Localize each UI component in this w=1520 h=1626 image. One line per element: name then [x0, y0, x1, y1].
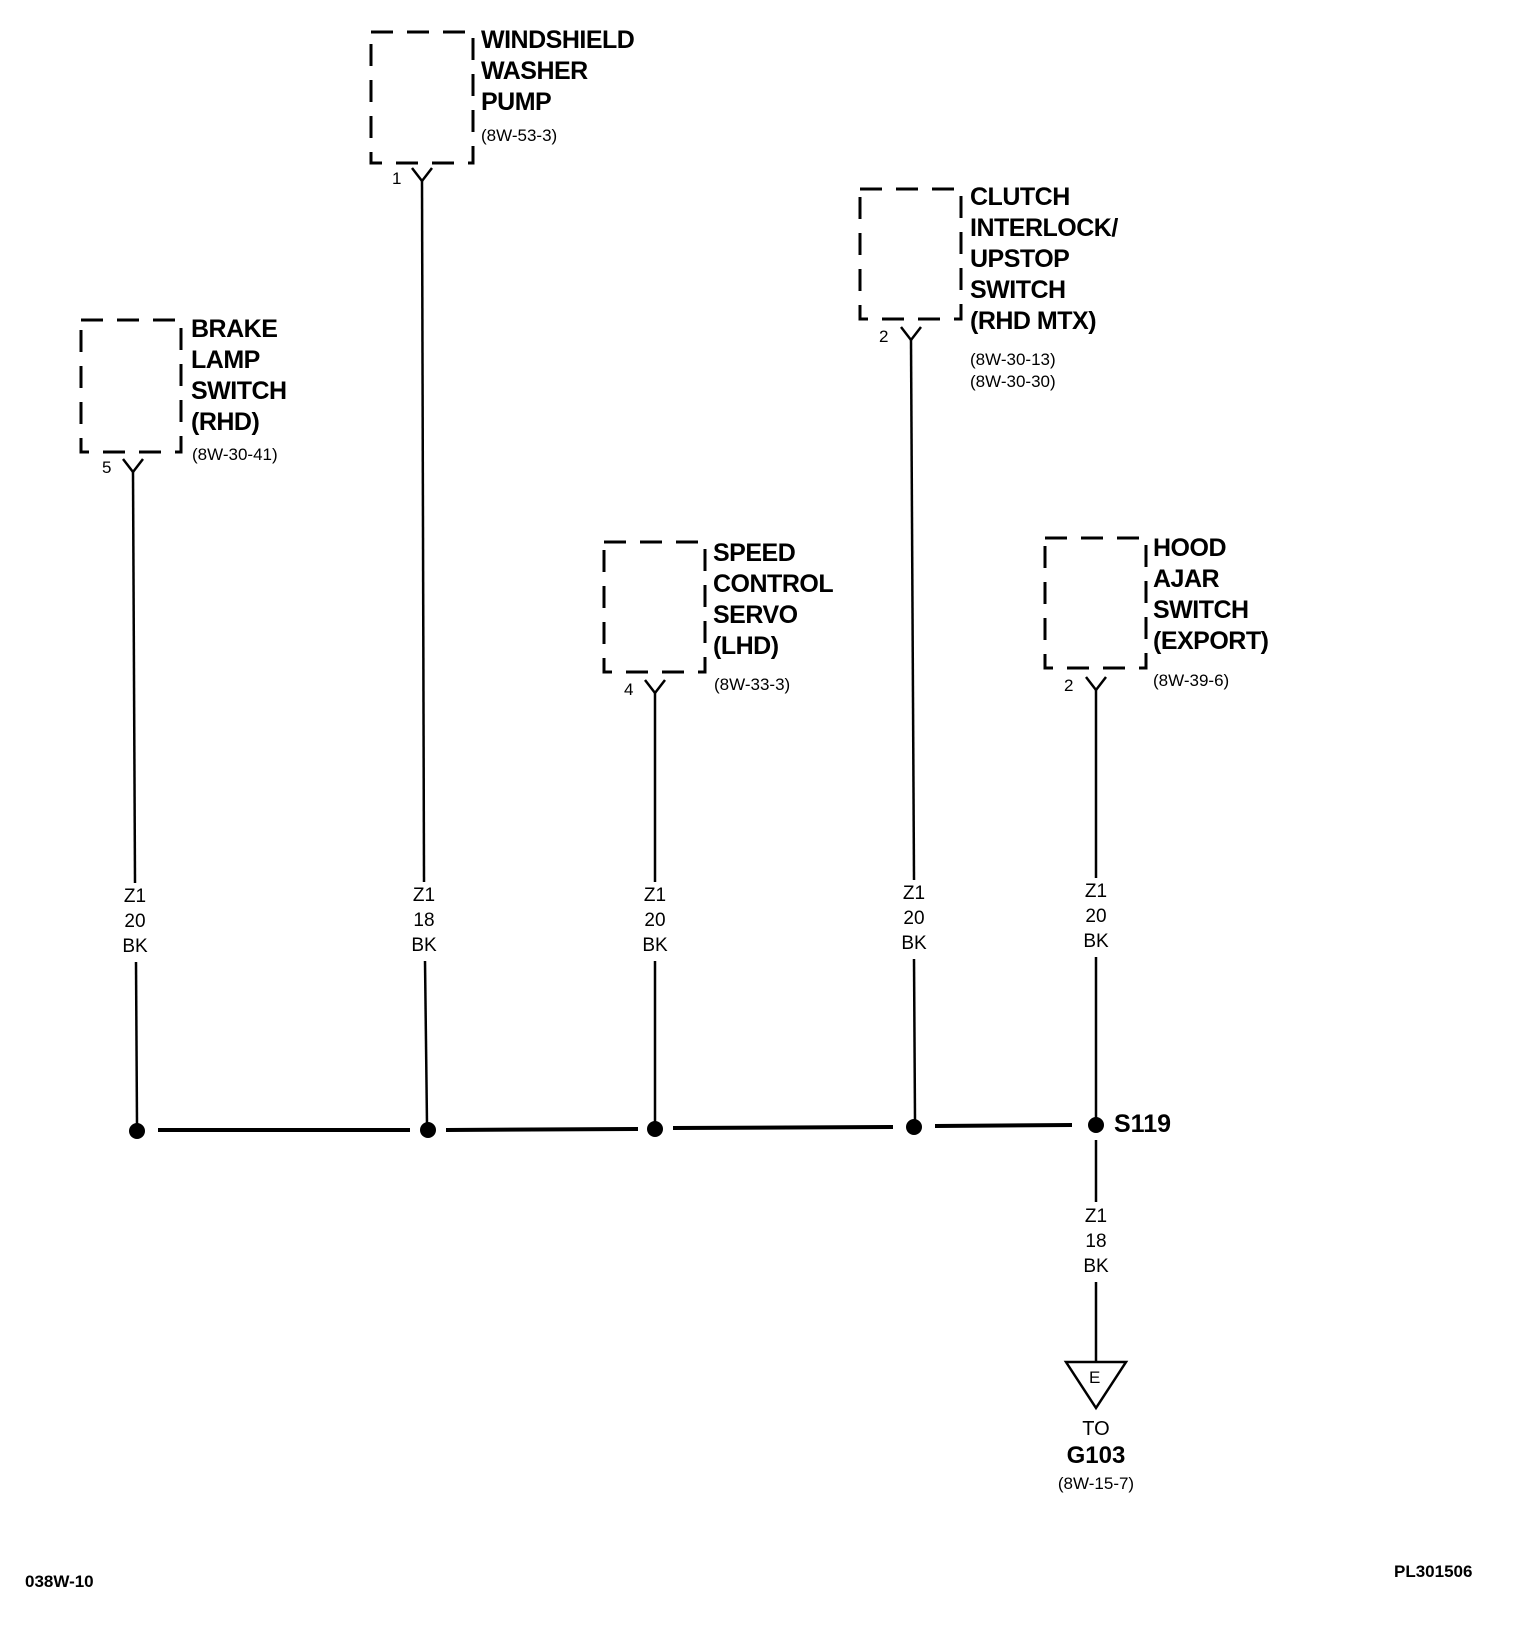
- clutch-pin-number: 2: [879, 327, 889, 346]
- brake-lamp-switch-box: [79, 318, 183, 454]
- hood-ajar-switch-ref: (8W-39-6): [1153, 671, 1230, 690]
- speed-control-servo-box: [602, 540, 707, 674]
- bus-segment-2: [445, 1127, 639, 1132]
- speed-control-servo-label: SPEED CONTROL SERVO (LHD): [713, 539, 834, 660]
- washer-pump-label: WINDSHIELD WASHER PUMP: [481, 26, 635, 116]
- washer-wire-label: Z1 18 BK: [411, 885, 437, 956]
- hood-ajar-switch-box: [1043, 536, 1148, 670]
- clutch-wire-label: Z1 20 BK: [901, 883, 927, 954]
- brake-lamp-switch-label: BRAKE LAMP SWITCH (RHD): [191, 315, 287, 436]
- footer-left-code: 038W-10: [25, 1572, 94, 1591]
- hood-pin-number: 2: [1064, 676, 1074, 695]
- servo-pin-number: 4: [624, 680, 634, 699]
- clutch-connector-symbol: [900, 326, 922, 343]
- bus-segment-4: [934, 1123, 1073, 1128]
- splice-dot-washer: [420, 1122, 436, 1138]
- brake-lamp-switch-ref: (8W-30-41): [192, 445, 278, 464]
- ground-id-label: G103: [1066, 1442, 1126, 1469]
- washer-connector-symbol: [411, 167, 433, 184]
- hood-wire-label: Z1 20 BK: [1083, 881, 1109, 952]
- hood-ajar-switch-label: HOOD AJAR SWITCH (EXPORT): [1153, 534, 1269, 655]
- clutch-wire-lower: [912, 958, 917, 1121]
- washer-pump-box: [369, 30, 475, 165]
- splice-dot-clutch: [906, 1119, 922, 1135]
- ground-connector-triangle: [1063, 1360, 1129, 1411]
- brake-wire-upper: [131, 471, 137, 884]
- splice-dot-s119: [1088, 1117, 1104, 1133]
- footer-right-code: PL301506: [1394, 1562, 1473, 1581]
- clutch-switch-ref: (8W-30-13) (8W-30-30): [970, 350, 1056, 391]
- washer-wire-upper: [420, 180, 426, 883]
- splice-label: S119: [1114, 1110, 1172, 1138]
- brake-pin-number: 5: [102, 458, 112, 477]
- brake-wire-lower: [134, 961, 139, 1125]
- clutch-wire-upper: [909, 339, 916, 881]
- ground-to-label: TO: [1082, 1418, 1110, 1440]
- servo-wire-label: Z1 20 BK: [642, 885, 668, 956]
- splice-dot-servo: [647, 1121, 663, 1137]
- hood-connector-symbol: [1085, 676, 1107, 693]
- ground-connector-letter: E: [1089, 1368, 1101, 1387]
- washer-wire-lower: [423, 960, 429, 1125]
- bus-segment-3: [672, 1125, 894, 1130]
- servo-connector-symbol: [644, 679, 666, 696]
- brake-connector-symbol: [122, 458, 144, 475]
- ground-ref-label: (8W-15-7): [1057, 1474, 1135, 1493]
- brake-wire-label: Z1 20 BK: [122, 886, 148, 957]
- clutch-switch-box: [858, 187, 963, 321]
- speed-control-servo-ref: (8W-33-3): [714, 675, 791, 694]
- splice-dot-brake: [129, 1123, 145, 1139]
- washer-pin-number: 1: [392, 169, 402, 188]
- ground-wire-label: Z1 18 BK: [1083, 1206, 1109, 1277]
- clutch-switch-label: CLUTCH INTERLOCK/ UPSTOP SWITCH (RHD MTX…: [970, 183, 1118, 335]
- washer-pump-ref: (8W-53-3): [481, 126, 558, 145]
